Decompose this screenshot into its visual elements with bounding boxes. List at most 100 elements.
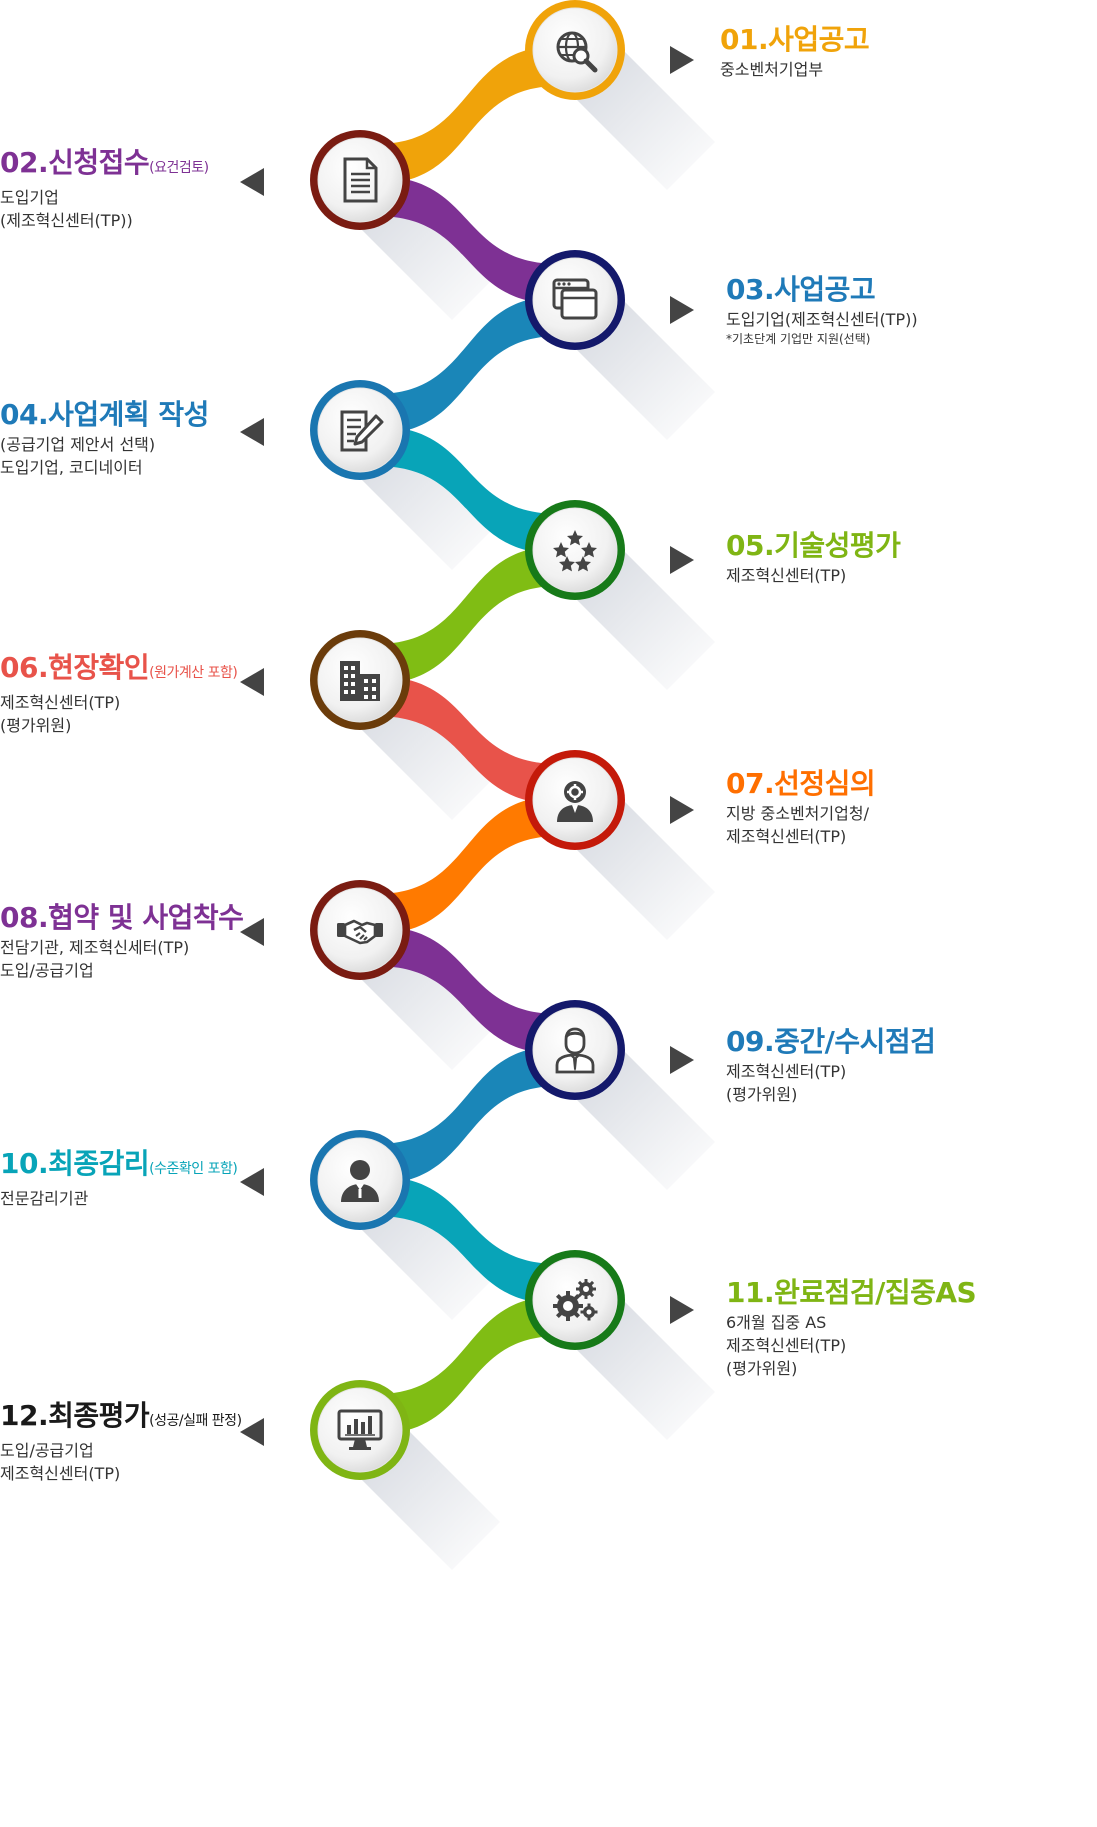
step-title-text: 08.협약 및 사업착수 (0, 901, 244, 934)
arrow-left-icon (240, 168, 264, 196)
arrow-right-icon (670, 796, 694, 824)
step-description-line: 제조혁신센터(TP) (726, 1336, 847, 1355)
step-title: 10.최종감리(수준확인 포함) (0, 1146, 238, 1187)
step-title-text: 12.최종평가 (0, 1399, 150, 1432)
step-title-qualifier: (원가계산 포함) (149, 665, 238, 681)
step-description-line: 6개월 집중 AS (726, 1313, 827, 1332)
step-description-line: 제조혁신센터(TP) (726, 1062, 847, 1081)
step-node-12 (240, 1380, 410, 1480)
step-title-text: 09.중간/수시점검 (726, 1025, 936, 1058)
step-title: 09.중간/수시점검 (726, 1024, 936, 1060)
arrow-right-icon (670, 546, 694, 574)
connector-3-4 (376, 296, 559, 434)
step-node-10 (240, 1130, 410, 1230)
connector-6-7 (376, 676, 559, 804)
connector-4-5 (376, 426, 559, 554)
arrow-left-icon (240, 418, 264, 446)
step-label-4: 04.사업계획 작성 (공급기업 제안서 선택) 도입기업, 코디네이터 (0, 397, 209, 479)
step-label-2: 02.신청접수(요건검토) 도입기업 (제조혁신센터(TP)) (0, 145, 209, 232)
step-node-5 (525, 500, 694, 600)
arrow-left-icon (240, 918, 264, 946)
arrow-right-icon (670, 46, 694, 74)
step-title: 05.기술성평가 (726, 528, 901, 564)
arrow-left-icon (240, 668, 264, 696)
step-title-qualifier: (수준확인 포함) (149, 1161, 238, 1177)
connector-1-2 (376, 46, 559, 184)
arrow-right-icon (670, 1296, 694, 1324)
connector-8-9 (376, 926, 559, 1054)
node-disc-4 (317, 387, 403, 473)
step-label-11: 11.완료점검/집중AS 6개월 집중 AS 제조혁신센터(TP) (평가위원) (726, 1275, 977, 1380)
connector-5-6 (376, 546, 559, 684)
step-title: 01.사업공고 (720, 22, 870, 58)
step-description-line: (평가위원) (726, 1359, 798, 1378)
step-description-line: 전문감리기관 (0, 1189, 89, 1208)
connector-9-10 (376, 1046, 559, 1184)
step-title-qualifier: (요건검토) (149, 160, 209, 176)
step-title-text: 01.사업공고 (720, 23, 870, 56)
step-description-line: 도입기업, 코디네이터 (0, 458, 143, 477)
step-title-text: 11.완료점검/집중AS (726, 1276, 977, 1309)
step-title-text: 03.사업공고 (726, 273, 876, 306)
step-title: 02.신청접수(요건검토) (0, 145, 209, 186)
connector-10-11 (376, 1176, 559, 1304)
step-node-6 (240, 630, 410, 730)
step-node-8 (240, 880, 410, 980)
step-title: 04.사업계획 작성 (0, 397, 209, 433)
step-node-3 (525, 250, 694, 350)
node-disc-12 (317, 1387, 403, 1473)
step-description-line: (제조혁신센터(TP)) (0, 211, 133, 230)
step-title: 07.선정심의 (726, 766, 876, 802)
step-label-10: 10.최종감리(수준확인 포함) 전문감리기관 (0, 1146, 238, 1210)
step-description-line: 전담기관, 제조혁신세터(TP) (0, 938, 190, 957)
step-description-line: 제조혁신센터(TP) (0, 693, 121, 712)
arrow-right-icon (670, 1046, 694, 1074)
step-title: 03.사업공고 (726, 272, 918, 308)
step-title-qualifier: (성공/실패 판정) (149, 1413, 242, 1429)
step-node-2 (240, 130, 410, 230)
step-description-line: 지방 중소벤처기업청/ (726, 804, 869, 823)
step-description-line: 도입/공급기업 (0, 961, 94, 980)
step-title: 11.완료점검/집중AS (726, 1275, 977, 1311)
step-node-7 (525, 750, 694, 850)
step-title-text: 06.현장확인 (0, 651, 150, 684)
step-description-line: 제조혁신센터(TP) (726, 827, 847, 846)
arrow-left-icon (240, 1418, 264, 1446)
step-node-11 (525, 1250, 694, 1350)
step-title-text: 05.기술성평가 (726, 529, 901, 562)
step-title-text: 04.사업계획 작성 (0, 398, 209, 431)
step-title: 12.최종평가(성공/실패 판정) (0, 1398, 242, 1439)
step-description-line: (평가위원) (726, 1085, 798, 1104)
step-description-line: 제조혁신센터(TP) (726, 566, 847, 585)
step-title: 08.협약 및 사업착수 (0, 900, 244, 936)
step-title-text: 07.선정심의 (726, 767, 876, 800)
step-description-line: 도입기업 (0, 188, 59, 207)
arrow-left-icon (240, 1168, 264, 1196)
step-node-4 (240, 380, 410, 480)
connector-11-12 (376, 1296, 559, 1434)
step-title-text: 02.신청접수 (0, 146, 150, 179)
connector-7-8 (376, 796, 559, 934)
step-description-line: 도입/공급기업 (0, 1441, 94, 1460)
step-description-line: 도입기업(제조혁신센터(TP)) (726, 310, 918, 329)
step-description-line: (평가위원) (0, 716, 72, 735)
step-description-line: (공급기업 제안서 선택) (0, 435, 156, 454)
step-description-line: 중소벤처기업부 (720, 60, 824, 79)
step-node-1 (525, 0, 694, 100)
step-title-text: 10.최종감리 (0, 1147, 150, 1180)
connector-2-3 (376, 176, 559, 304)
step-description-line: 제조혁신센터(TP) (0, 1464, 121, 1483)
arrow-right-icon (670, 296, 694, 324)
step-note: *기초단계 기업만 지원(선택) (726, 332, 871, 346)
step-node-9 (525, 1000, 694, 1100)
step-title: 06.현장확인(원가계산 포함) (0, 650, 238, 691)
step-label-6: 06.현장확인(원가계산 포함) 제조혁신센터(TP) (평가위원) (0, 650, 238, 737)
